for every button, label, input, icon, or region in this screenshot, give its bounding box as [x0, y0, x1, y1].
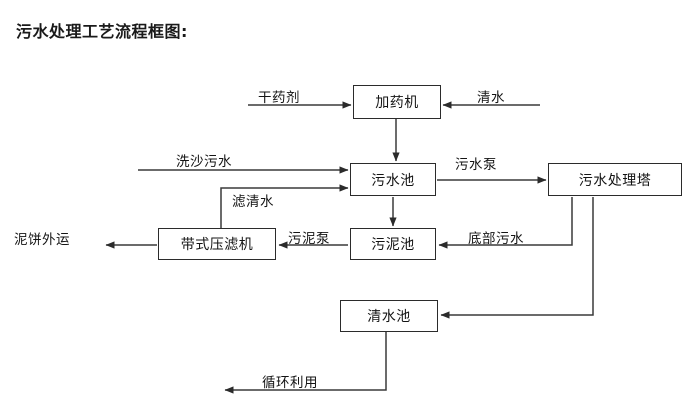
node-sewage-pool[interactable]: 污水池 — [350, 163, 436, 196]
node-label: 带式压滤机 — [180, 237, 254, 253]
edge-filtered-water-to-sewage-pool — [220, 184, 349, 228]
terminal-label-mud-cake-out: 泥饼外运 — [14, 232, 70, 248]
page-title: 污水处理工艺流程框图: — [16, 22, 188, 41]
edge-label-dry-chemical: 干药剂 — [258, 90, 300, 106]
edge-label-sludge-pump: 污泥泵 — [288, 231, 330, 247]
node-sludge-pool[interactable]: 污泥池 — [350, 228, 436, 260]
edge-label-sewage-pump: 污水泵 — [455, 157, 497, 173]
node-label: 污水池 — [371, 172, 415, 189]
edge-label-sand-wash-sewage: 洗沙污水 — [176, 154, 232, 170]
node-label: 污水处理塔 — [578, 172, 652, 189]
edge-label-filtered-water: 滤清水 — [232, 194, 274, 210]
node-label: 清水池 — [367, 309, 411, 325]
node-label: 污泥池 — [371, 237, 415, 253]
node-clean-water-pool[interactable]: 清水池 — [340, 300, 438, 332]
node-label: 加药机 — [375, 95, 419, 111]
edge-tower-to-sludge-pool — [438, 197, 573, 249]
edge-label-bottom-sewage: 底部污水 — [468, 231, 524, 247]
node-dosing-machine[interactable]: 加药机 — [353, 85, 441, 119]
edge-label-recycle-reuse: 循环利用 — [262, 375, 318, 391]
edge-clean-water-pool-to-reuse — [224, 332, 387, 394]
node-belt-filter-press[interactable]: 带式压滤机 — [158, 228, 276, 260]
edge-tower-to-clean-water-pool — [440, 197, 594, 319]
node-treatment-tower[interactable]: 污水处理塔 — [548, 163, 682, 196]
edge-label-clean-water-in: 清水 — [477, 90, 505, 106]
